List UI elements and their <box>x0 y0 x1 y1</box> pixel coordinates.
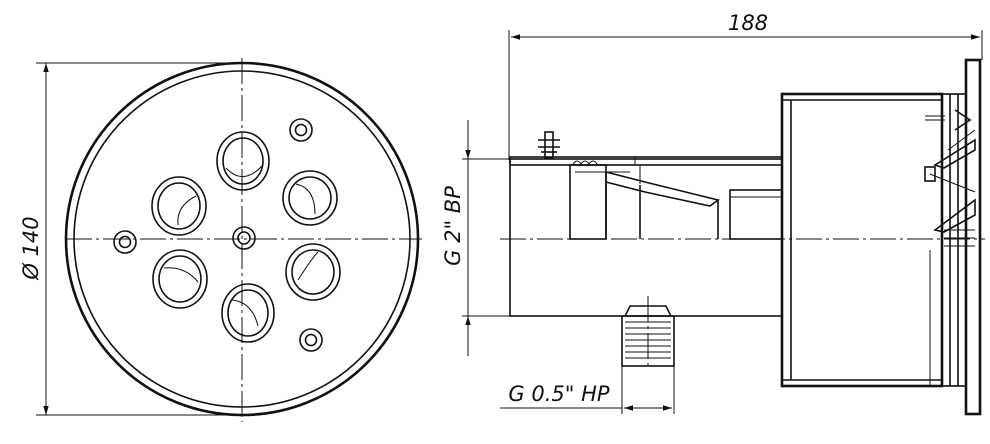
nozzle-upper-right <box>282 170 338 226</box>
diameter-dimension: Ø 140 <box>19 62 244 416</box>
front-flange <box>924 58 982 416</box>
nozzle-bottom <box>221 283 275 343</box>
side-view: 188 G 2" ВР <box>441 11 985 416</box>
pipe-thread-dimension: G 2" ВР <box>441 120 512 356</box>
mounting-screw-top <box>289 118 313 142</box>
front-view <box>64 58 422 422</box>
nozzle-lower-left <box>152 249 208 309</box>
valve-pin <box>538 131 560 159</box>
inner-mechanism <box>569 164 783 240</box>
bottom-nozzle <box>621 296 675 370</box>
length-label: 188 <box>728 11 768 35</box>
nozzle-upper-left <box>151 176 207 236</box>
diameter-label: Ø 140 <box>19 216 43 280</box>
pipe-thread-label: G 2" ВР <box>441 186 465 266</box>
center-screw <box>232 226 256 250</box>
nozzle-lower-right <box>285 243 341 301</box>
nozzle-thread-label: G 0.5" НР <box>508 382 609 406</box>
mounting-screw-bottom <box>299 328 323 352</box>
housing <box>780 92 944 388</box>
nozzle-thread-dimension: G 0.5" НР <box>500 366 675 414</box>
top-plate <box>509 156 783 166</box>
length-dimension: 188 <box>508 11 983 160</box>
mounting-screw-left <box>113 230 137 254</box>
nozzle-top <box>216 131 270 191</box>
